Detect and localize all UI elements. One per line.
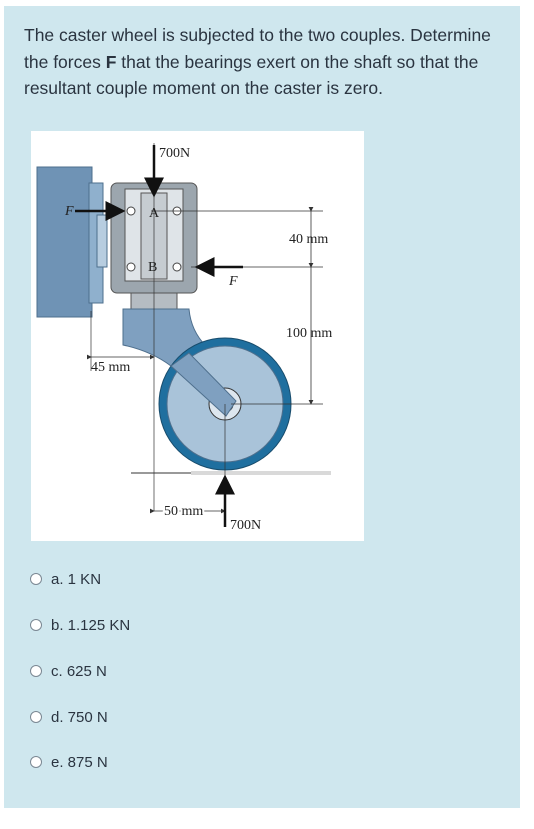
question-variable-f: F [105,51,117,72]
top-force-label: 700N [159,146,190,161]
option-label: b. 1.125 KN [51,616,131,634]
force-f-right-label: F [228,274,238,289]
caster-diagram: 40 mm 100 mm 45 mm 50 mm 700N 700N F F A… [36,143,332,533]
option-label: d. 750 N [51,708,108,726]
option-a[interactable]: a. 1 KN [30,566,101,592]
option-c[interactable]: c. 625 N [30,658,107,684]
option-d[interactable]: d. 750 N [30,704,108,730]
wall-plate [36,166,93,318]
question-text-after: that the bearings exert on the shaft so … [24,51,479,99]
option-label: c. 625 N [51,662,107,680]
radio-button[interactable] [30,665,42,677]
radio-button[interactable] [30,711,42,723]
dim-100-label: 100 mm [286,326,332,341]
option-e[interactable]: e. 875 N [30,749,108,775]
bearing-b-label: B [148,260,157,275]
radio-button[interactable] [30,573,42,585]
radio-button[interactable] [30,619,42,631]
question-text-before: The caster wheel is subjected to the two… [24,25,491,72]
question-text: The caster wheel is subjected to the two… [24,22,494,102]
bearing-a-label: A [149,206,160,221]
option-label: a. 1 KN [51,570,102,588]
dim-40-label: 40 mm [289,232,328,247]
dim-50-label: 50 mm [164,504,203,519]
caster-wheel-figure: 40 mm 100 mm 45 mm 50 mm 700N 700N F F A… [31,131,364,541]
radio-button[interactable] [30,756,42,768]
option-b[interactable]: b. 1.125 KN [30,612,130,638]
bottom-force-label: 700N [230,518,261,533]
force-f-left-label: F [64,204,74,219]
option-label: e. 875 N [51,753,108,771]
dim-45-label: 45 mm [91,360,130,375]
